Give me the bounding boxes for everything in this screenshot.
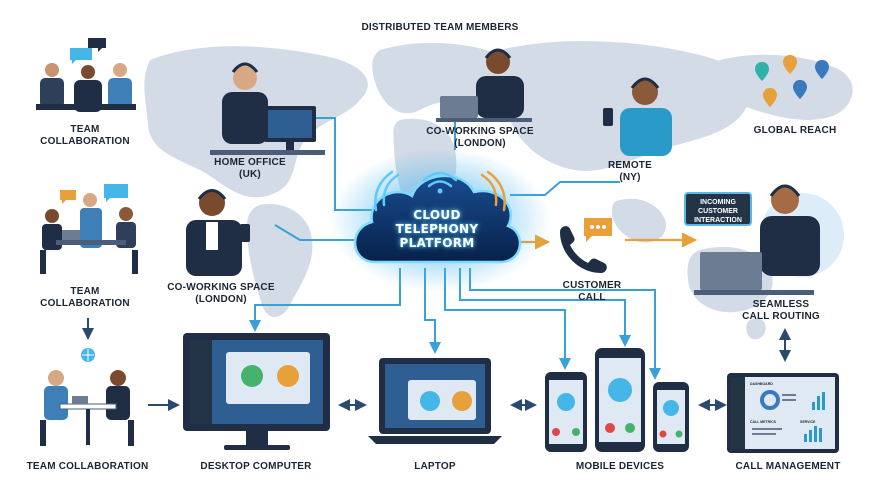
headset-icon [484, 48, 512, 59]
remote-label: REMOTE (NY) [608, 160, 652, 183]
headset-icon [630, 77, 660, 89]
double-arrow-icon [82, 318, 791, 411]
phone-icon [560, 226, 607, 273]
customer-call-label: CUSTOMER CALL [562, 280, 622, 303]
dashboard-section-b: SERVICE [800, 420, 816, 424]
dashboard-section-a: CALL METRICS [750, 420, 776, 424]
team-collaboration-mid-label: TEAM COLLABORATION [40, 286, 130, 309]
mobile-devices-illustration [545, 348, 689, 452]
chat-bubble-icon [584, 218, 612, 242]
remote-illustration [603, 77, 672, 156]
chat-bubble-icon [60, 190, 76, 204]
home-office-label: HOME OFFICE (UK) [214, 157, 286, 180]
dashboard-header: DASHBOARD [750, 382, 773, 386]
team-collaboration-top-label: TEAM COLLABORATION [40, 124, 130, 147]
map-pin-icon [763, 88, 777, 107]
home-office-illustration [210, 62, 325, 155]
phone-icon [608, 378, 632, 402]
coworking-left-illustration [186, 189, 250, 276]
global-reach-label: GLOBAL REACH [753, 125, 837, 136]
mobile-devices-label: MOBILE DEVICES [575, 461, 665, 472]
coworking-top-illustration [436, 48, 532, 122]
desktop-computer-illustration [183, 333, 330, 450]
incoming-interaction-bubble: INCOMING CUSTOMER INTERACTION [684, 192, 752, 226]
headset-icon [197, 189, 227, 200]
phone-icon [420, 391, 440, 411]
desktop-computer-label: DESKTOP COMPUTER [200, 461, 312, 472]
call-management-label: CALL MANAGEMENT [735, 461, 841, 472]
video-icon [452, 391, 472, 411]
call-management-illustration [727, 373, 839, 453]
phone-icon [241, 365, 263, 387]
laptop-label: LAPTOP [414, 461, 456, 472]
laptop-illustration [368, 358, 502, 444]
team-collaboration-bottom-label: TEAM COLLABORATION [26, 461, 149, 472]
headset-icon [769, 184, 801, 197]
cloud-label: CLOUD TELEPHONY PLATFORM [395, 208, 479, 250]
chat-bubble-icon [88, 38, 106, 52]
customer-call-illustration [560, 218, 612, 273]
seamless-routing-label: SEAMLESS CALL ROUTING [742, 299, 820, 322]
map-pin-icon [815, 60, 829, 79]
team-collaboration-top-illustration [36, 38, 136, 112]
chat-bubble-icon [70, 48, 92, 64]
coworking-left-label: CO-WORKING SPACE (LONDON) [167, 282, 275, 305]
video-icon [277, 365, 299, 387]
diagram-title: DISTRIBUTED TEAM MEMBERS [361, 22, 519, 33]
team-collaboration-bottom-illustration [40, 348, 134, 446]
agent-illustration [694, 184, 844, 295]
headset-icon [231, 62, 259, 73]
map-pin-icon [783, 55, 797, 74]
cloud-icon [353, 174, 522, 264]
phone-icon [557, 393, 575, 411]
map-pin-icon [755, 62, 769, 81]
chat-bubble-icon [104, 184, 128, 202]
coworking-top-label: CO-WORKING SPACE (LONDON) [426, 126, 534, 149]
global-reach-illustration [755, 55, 829, 107]
wifi-icon [374, 170, 506, 212]
map-pin-icon [793, 80, 807, 99]
phone-icon [663, 400, 679, 416]
team-collaboration-mid-illustration [40, 184, 138, 274]
